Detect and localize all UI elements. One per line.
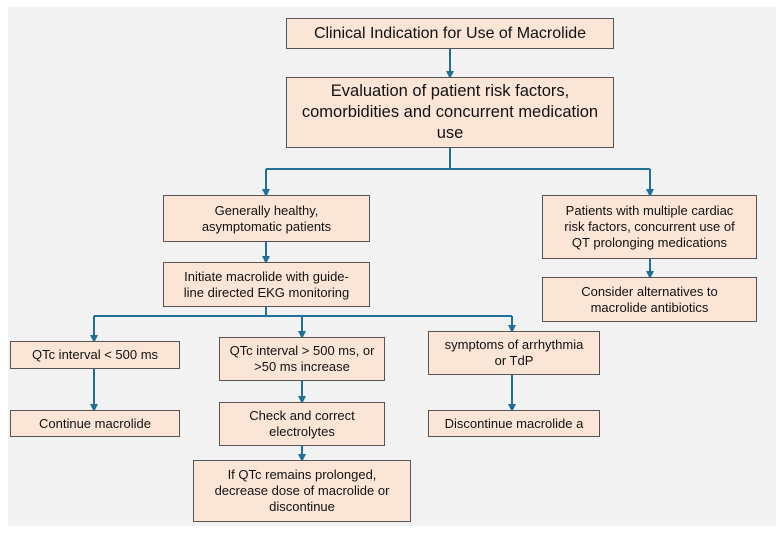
node-healthy-patients: Generally healthy, asymptomatic patients [163, 195, 370, 242]
node-cardiac-line-3: QT prolonging medications [571, 234, 728, 250]
node-initiate-line-1: Initiate macrolide with guide- [184, 268, 349, 284]
node-initiate-macrolide: Initiate macrolide with guide- line dire… [163, 262, 370, 307]
node-prolonged-line-1: If QTc remains prolonged, [227, 467, 377, 483]
node-cardiac-line-1: Patients with multiple cardiac [565, 203, 734, 219]
node-consider-line-2: macrolide antibiotics [590, 299, 709, 315]
node-check-electrolytes: Check and correct electrolytes [219, 402, 385, 446]
node-initiate-line-2: line directed EKG monitoring [183, 284, 350, 300]
node-clinical-indication: Clinical Indication for Use of Macrolide [286, 18, 614, 49]
node-qtc-above-500: QTc interval > 500 ms, or >50 ms increas… [219, 337, 385, 381]
node-evaluation-line-1: Evaluation of patient risk factors, [330, 81, 570, 100]
node-prolonged-line-2: decrease dose of macrolide or [214, 483, 390, 499]
node-prolonged-line-3: discontinue [269, 498, 335, 514]
node-qtc-below-500: QTc interval < 500 ms [10, 341, 180, 369]
node-evaluation-line-2: comorbidities and concurrent medication [301, 102, 599, 121]
node-cardiac-line-2: risk factors, concurrent use of [564, 219, 735, 235]
node-symptoms-line-2: or TdP [494, 353, 534, 368]
node-discontinue-text: Discontinue macrolide a [444, 415, 584, 431]
node-evaluation-line-3: use [436, 124, 464, 143]
node-continue-macrolide: Continue macrolide [10, 410, 180, 437]
node-healthy-line-2: asymptomatic patients [201, 218, 332, 234]
node-consider-line-1: Consider alternatives to [581, 283, 718, 299]
node-continue-text: Continue macrolide [38, 415, 151, 431]
node-discontinue-macrolide: Discontinue macrolide a [428, 410, 600, 437]
node-qtc-high-line-1: QTc interval > 500 ms, or [229, 343, 375, 359]
node-healthy-line-1: Generally healthy, [214, 202, 319, 218]
node-clinical-indication-text: Clinical Indication for Use of Macrolide [313, 24, 587, 42]
node-cardiac-risk-patients: Patients with multiple cardiac risk fact… [542, 195, 757, 259]
node-check-line-2: electrolytes [269, 424, 335, 439]
node-qtc-high-line-2: >50 ms increase [254, 359, 350, 374]
node-arrhythmia-symptoms: symptoms of arrhythmia or TdP [428, 331, 600, 375]
node-qtc-low-text: QTc interval < 500 ms [31, 347, 159, 363]
node-qtc-remains-prolonged: If QTc remains prolonged, decrease dose … [193, 460, 411, 522]
node-consider-alternatives: Consider alternatives to macrolide antib… [542, 277, 757, 322]
node-evaluation: Evaluation of patient risk factors, como… [286, 77, 614, 148]
node-check-line-1: Check and correct [249, 408, 355, 424]
node-symptoms-line-1: symptoms of arrhythmia [444, 337, 584, 353]
